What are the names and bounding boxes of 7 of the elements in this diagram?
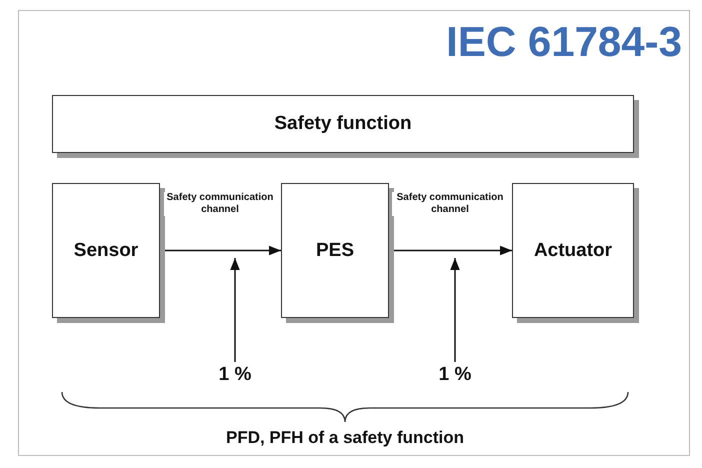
arrow: [230, 258, 240, 362]
edge-label: Safety communication channel: [164, 192, 276, 216]
caption-text: PFD, PFH of a safety function: [224, 428, 466, 448]
percentage-value: 1 %: [431, 362, 479, 388]
title: IEC 61784-3: [446, 18, 682, 66]
percentage-value: 1 %: [211, 362, 259, 388]
arrow: [450, 258, 460, 362]
